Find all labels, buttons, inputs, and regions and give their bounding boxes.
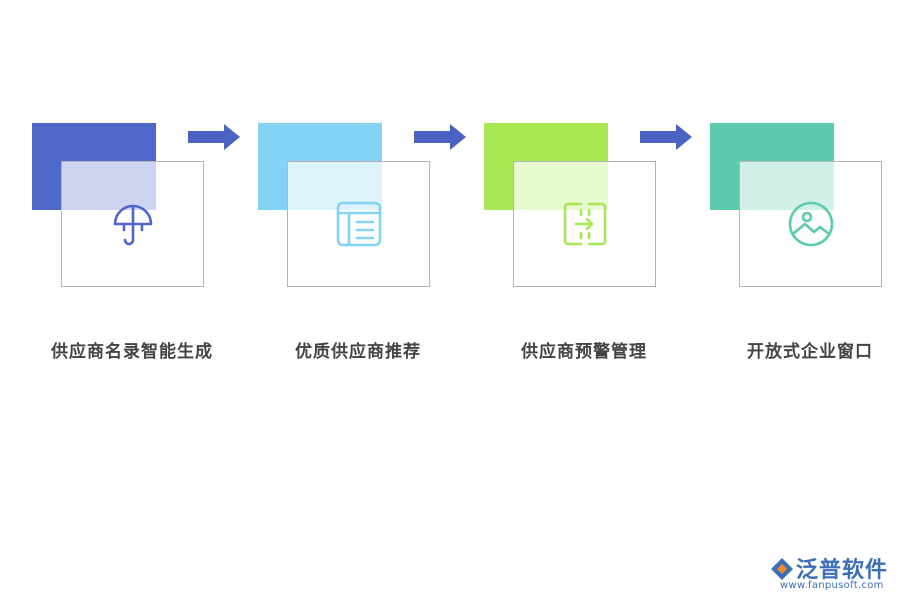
step-2: [258, 123, 458, 293]
brand-name: 泛普软件: [796, 558, 889, 583]
step-3-card: [513, 161, 656, 287]
arrow-2: [414, 124, 466, 150]
brand-url: www.fanpusoft.com: [780, 580, 884, 591]
arrow-1: [188, 124, 240, 150]
step-4-card: [739, 161, 882, 287]
step-1: [32, 123, 232, 293]
transfer-icon: [561, 200, 609, 248]
step-4-label: 开放式企业窗口: [747, 342, 873, 362]
step-2-card: [287, 161, 430, 287]
step-3-label: 供应商预警管理: [521, 342, 647, 362]
umbrella-icon: [109, 200, 157, 248]
brand-mark-icon: [768, 555, 796, 583]
step-4: [710, 123, 900, 293]
step-1-card: [61, 161, 204, 287]
image-icon: [787, 200, 835, 248]
step-1-label: 供应商名录智能生成: [51, 342, 213, 362]
list-icon: [335, 200, 383, 248]
step-2-label: 优质供应商推荐: [295, 342, 421, 362]
arrow-3: [640, 124, 692, 150]
step-3: [484, 123, 684, 293]
brand-logo: 泛普软件 www.fanpusoft.com: [768, 552, 892, 596]
